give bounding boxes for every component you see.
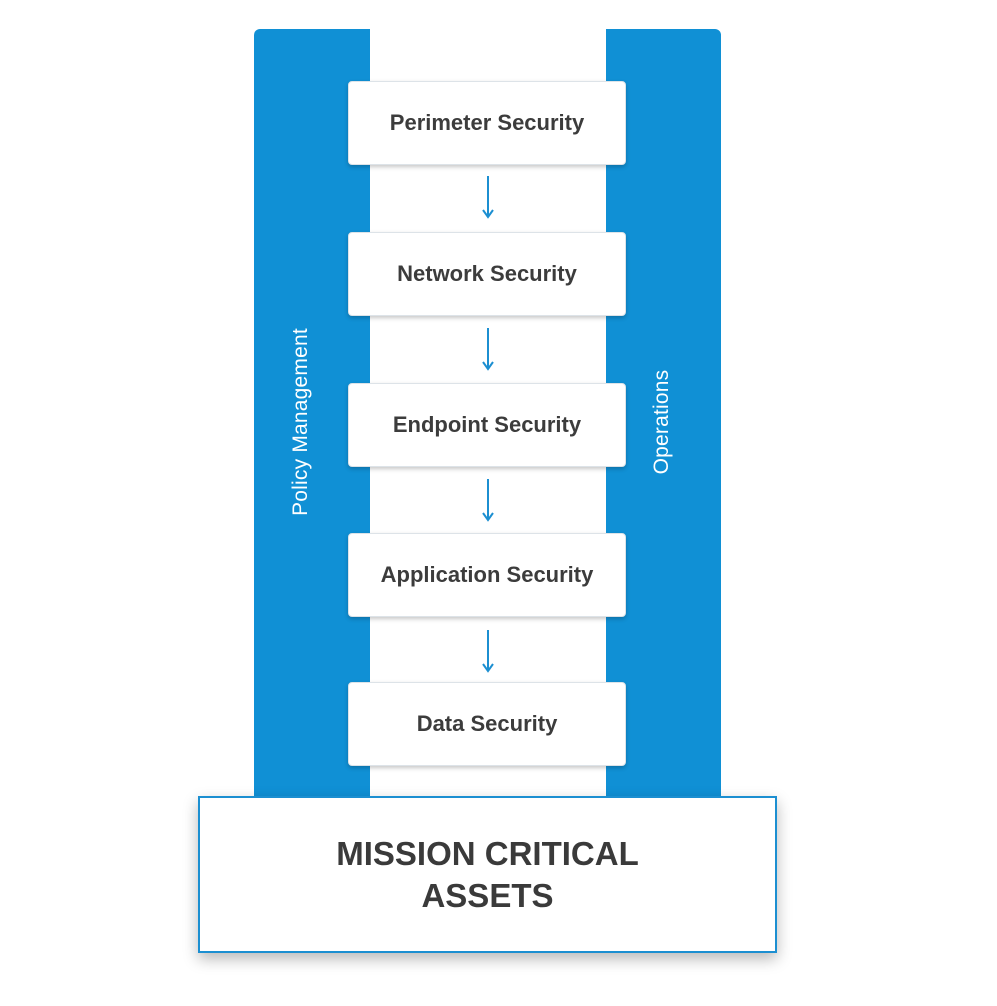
layer-data-security: Data Security — [348, 682, 626, 766]
layer-application-security: Application Security — [348, 533, 626, 617]
operations-label: Operations — [650, 369, 673, 475]
layer-label: Endpoint Security — [392, 412, 582, 437]
down-arrow-icon — [482, 328, 494, 371]
layer-label: Data Security — [416, 711, 558, 736]
layer-label: Perimeter Security — [389, 110, 585, 135]
layer-network-security: Network Security — [348, 232, 626, 316]
down-arrow-icon — [482, 479, 494, 522]
layer-perimeter-security: Perimeter Security — [348, 81, 626, 165]
layer-label: Application Security — [380, 562, 594, 587]
policy-management-label: Policy Management — [289, 328, 312, 516]
mission-critical-assets-label: MISSION CRITICAL ASSETS — [336, 834, 639, 914]
layer-label: Network Security — [397, 261, 577, 286]
mission-critical-assets-box: MISSION CRITICAL ASSETS — [198, 796, 777, 953]
down-arrow-icon — [482, 630, 494, 673]
down-arrow-icon — [482, 176, 494, 219]
layer-endpoint-security: Endpoint Security — [348, 383, 626, 467]
